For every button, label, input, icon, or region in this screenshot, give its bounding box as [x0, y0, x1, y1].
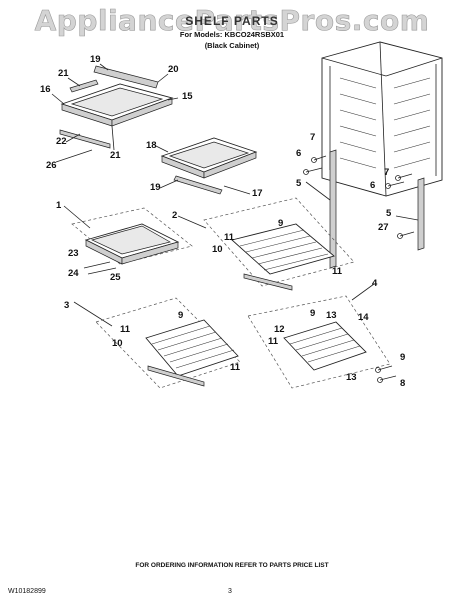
- cabinet-drawing: [321, 41, 443, 197]
- callout-11-shelf2-upper: 11: [224, 232, 235, 243]
- callout-25: 25: [110, 272, 121, 283]
- callout-11-shelf3-upper: 11: [120, 324, 131, 335]
- callout-14: 14: [358, 312, 369, 323]
- document-part-number: W10182899: [8, 588, 46, 595]
- callout-9-screw: 9: [400, 352, 405, 363]
- callout-12: 12: [274, 324, 285, 335]
- callout-11-shelf4: 11: [268, 336, 279, 347]
- callout-10-shelf3: 10: [112, 338, 123, 349]
- cabinet-variant: (Black Cabinet): [204, 41, 260, 50]
- callout-19-middle: 19: [150, 182, 161, 193]
- page-number: 3: [228, 588, 232, 595]
- callout-17: 17: [252, 188, 263, 199]
- callout-10-shelf2: 10: [212, 244, 223, 255]
- callout-16: 16: [40, 84, 51, 95]
- assembly-outlines: [71, 197, 391, 389]
- callout-11-shelf3-lower: 11: [230, 362, 241, 373]
- callout-13-shelf4-upper: 13: [326, 310, 337, 321]
- callout-19-top: 19: [90, 54, 101, 65]
- drawer-assembly-1: [83, 223, 180, 275]
- callout-23: 23: [68, 248, 79, 259]
- callout-24: 24: [68, 268, 79, 279]
- callout-7-right: 7: [384, 167, 389, 178]
- callout-13-shelf4-lower: 13: [346, 372, 357, 383]
- callout-27: 27: [378, 222, 389, 233]
- mounting-rails: [303, 149, 425, 269]
- callout-15: 15: [182, 91, 193, 102]
- callout-3: 3: [64, 300, 69, 311]
- callout-2: 2: [172, 210, 177, 221]
- wire-shelf-2: [231, 223, 335, 291]
- callout-8: 8: [400, 378, 405, 389]
- wire-shelf-3: [145, 319, 239, 387]
- middle-shelf-assembly: [160, 137, 258, 195]
- callout-6-left: 6: [296, 148, 301, 159]
- callout-6-right: 6: [370, 180, 375, 191]
- callout-20: 20: [168, 64, 179, 75]
- ordering-note: FOR ORDERING INFORMATION REFER TO PARTS …: [135, 562, 329, 569]
- callout-9-shelf4: 9: [310, 308, 315, 319]
- callout-18: 18: [146, 140, 157, 151]
- callout-4: 4: [372, 278, 378, 289]
- diagram-title: SHELF PARTS: [185, 14, 279, 28]
- callout-11-shelf2-lower: 11: [332, 266, 343, 277]
- callout-21-lower: 21: [110, 150, 121, 161]
- wire-shelf-4: [283, 321, 397, 383]
- callout-5-right: 5: [386, 208, 392, 219]
- leader-lines: [51, 63, 419, 327]
- callout-21-upper: 21: [58, 68, 69, 79]
- callout-9-shelf3: 9: [178, 310, 183, 321]
- callout-9-shelf2: 9: [278, 218, 283, 229]
- callout-labels: 19 20 21 16 15 22 26 21 18 19 17 7 6 5 7…: [40, 54, 405, 389]
- top-shelf-assembly: [59, 65, 174, 149]
- watermark: AppliancePartsPros.com: [34, 4, 430, 38]
- model-number: For Models: KBCO24RSBX01: [179, 30, 285, 39]
- callout-7-left: 7: [310, 132, 315, 143]
- callout-26: 26: [46, 160, 57, 171]
- callout-1: 1: [56, 200, 62, 211]
- callout-5-left: 5: [296, 178, 302, 189]
- callout-22: 22: [56, 136, 67, 147]
